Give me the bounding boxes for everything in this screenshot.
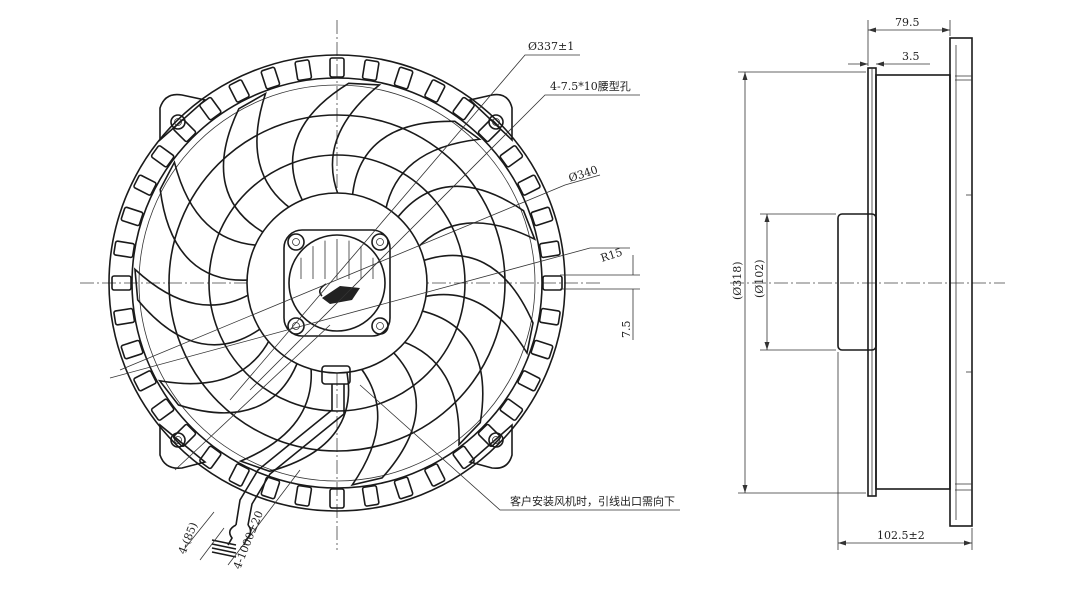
rim-slot <box>499 398 524 421</box>
rim-slot <box>294 59 313 82</box>
rim-slot <box>538 240 561 259</box>
side-frame-body <box>875 74 951 490</box>
slot-holes-label: 4-7.5*10腰型孔 <box>550 79 631 93</box>
shroud-ring-inner <box>138 84 536 482</box>
side-view: 79.5 3.5 (Ø318) (Ø102) 102.5±2 <box>730 16 1005 550</box>
fan-blade <box>238 364 350 473</box>
dia-318-label: (Ø318) <box>731 261 744 300</box>
dia-102-label: (Ø102) <box>753 259 766 298</box>
fan-blade <box>159 160 260 281</box>
outer-rim <box>108 54 566 512</box>
rim-slot <box>361 59 380 82</box>
rim-slot <box>150 145 175 168</box>
rim-slots <box>111 57 563 509</box>
fan-blade <box>222 91 293 237</box>
rim-slot <box>120 339 144 360</box>
fan-blade <box>416 254 534 356</box>
depth-overall-label: 102.5±2 <box>877 529 925 542</box>
side-motor <box>837 213 877 351</box>
rim-slot <box>113 307 136 326</box>
rim-slot <box>133 174 157 196</box>
guard-ring-1 <box>168 114 506 452</box>
front-leader-lines <box>109 54 680 566</box>
rim-slot <box>499 145 524 168</box>
lead-wire-cable <box>211 365 351 558</box>
hub-ribs <box>300 239 374 279</box>
fan-blade <box>157 337 301 414</box>
rim-slot <box>393 66 414 90</box>
rim-slot <box>517 370 541 392</box>
dia-340-label: Ø340 <box>567 163 600 185</box>
motor-hub-outer <box>246 192 428 374</box>
wire-length-label: 4-1000±20 <box>231 509 266 571</box>
rim-slot <box>228 79 250 103</box>
side-dimension-lines <box>738 20 973 550</box>
rim-slot <box>260 66 281 90</box>
rim-slot <box>530 206 554 227</box>
shroud-ring-outer <box>131 77 543 489</box>
hub-screw-holes <box>287 233 389 335</box>
rim-slot <box>517 174 541 196</box>
guard-ring-2 <box>208 154 466 412</box>
rim-slot <box>294 484 313 507</box>
flange-label: 3.5 <box>902 50 920 63</box>
rim-slot <box>228 463 250 487</box>
rim-slot <box>530 339 554 360</box>
dia-337-label: Ø337±1 <box>528 40 574 53</box>
rim-slot <box>452 445 475 470</box>
rim-slot <box>424 79 446 103</box>
fan-blade <box>400 308 484 447</box>
rim-slot <box>329 57 345 78</box>
fan-blades <box>133 82 537 487</box>
rim-slot <box>150 398 175 421</box>
fan-blade <box>291 82 382 208</box>
rim-slot <box>199 96 222 121</box>
side-rear-flange <box>949 37 973 527</box>
rim-slot <box>120 206 144 227</box>
rim-slot <box>111 275 132 291</box>
motor-hub-inner <box>288 234 386 332</box>
rim-slot <box>477 118 502 143</box>
rim-slot <box>452 96 475 121</box>
rim-slot <box>260 476 281 500</box>
cable-note: 客户安装风机时，引线出口需向下 <box>510 494 675 508</box>
rim-slot <box>542 275 563 291</box>
rim-slot <box>361 484 380 507</box>
rim-slot <box>172 118 197 143</box>
rim-slot <box>477 423 502 448</box>
rim-slot <box>113 240 136 259</box>
motor-plate <box>283 229 391 337</box>
fan-blade <box>133 267 267 346</box>
rim-slot <box>329 488 345 509</box>
fan-blade <box>351 120 482 212</box>
front-view: Ø337±1 4-7.5*10腰型孔 Ø340 R15 7.5 客户安装风机时，… <box>80 20 680 571</box>
rim-slot <box>133 370 157 392</box>
offset-label: 7.5 <box>620 321 633 339</box>
depth-total-label: 79.5 <box>895 16 920 29</box>
wire-strip-label: 4-(85) <box>176 520 201 556</box>
rim-slot <box>172 423 197 448</box>
radius-label: R15 <box>599 246 624 265</box>
rim-slot <box>538 307 561 326</box>
rim-slot <box>424 463 446 487</box>
rim-slot <box>199 445 222 470</box>
rim-slot <box>393 476 414 500</box>
fan-blade <box>392 185 537 250</box>
fan-blade <box>350 346 418 487</box>
